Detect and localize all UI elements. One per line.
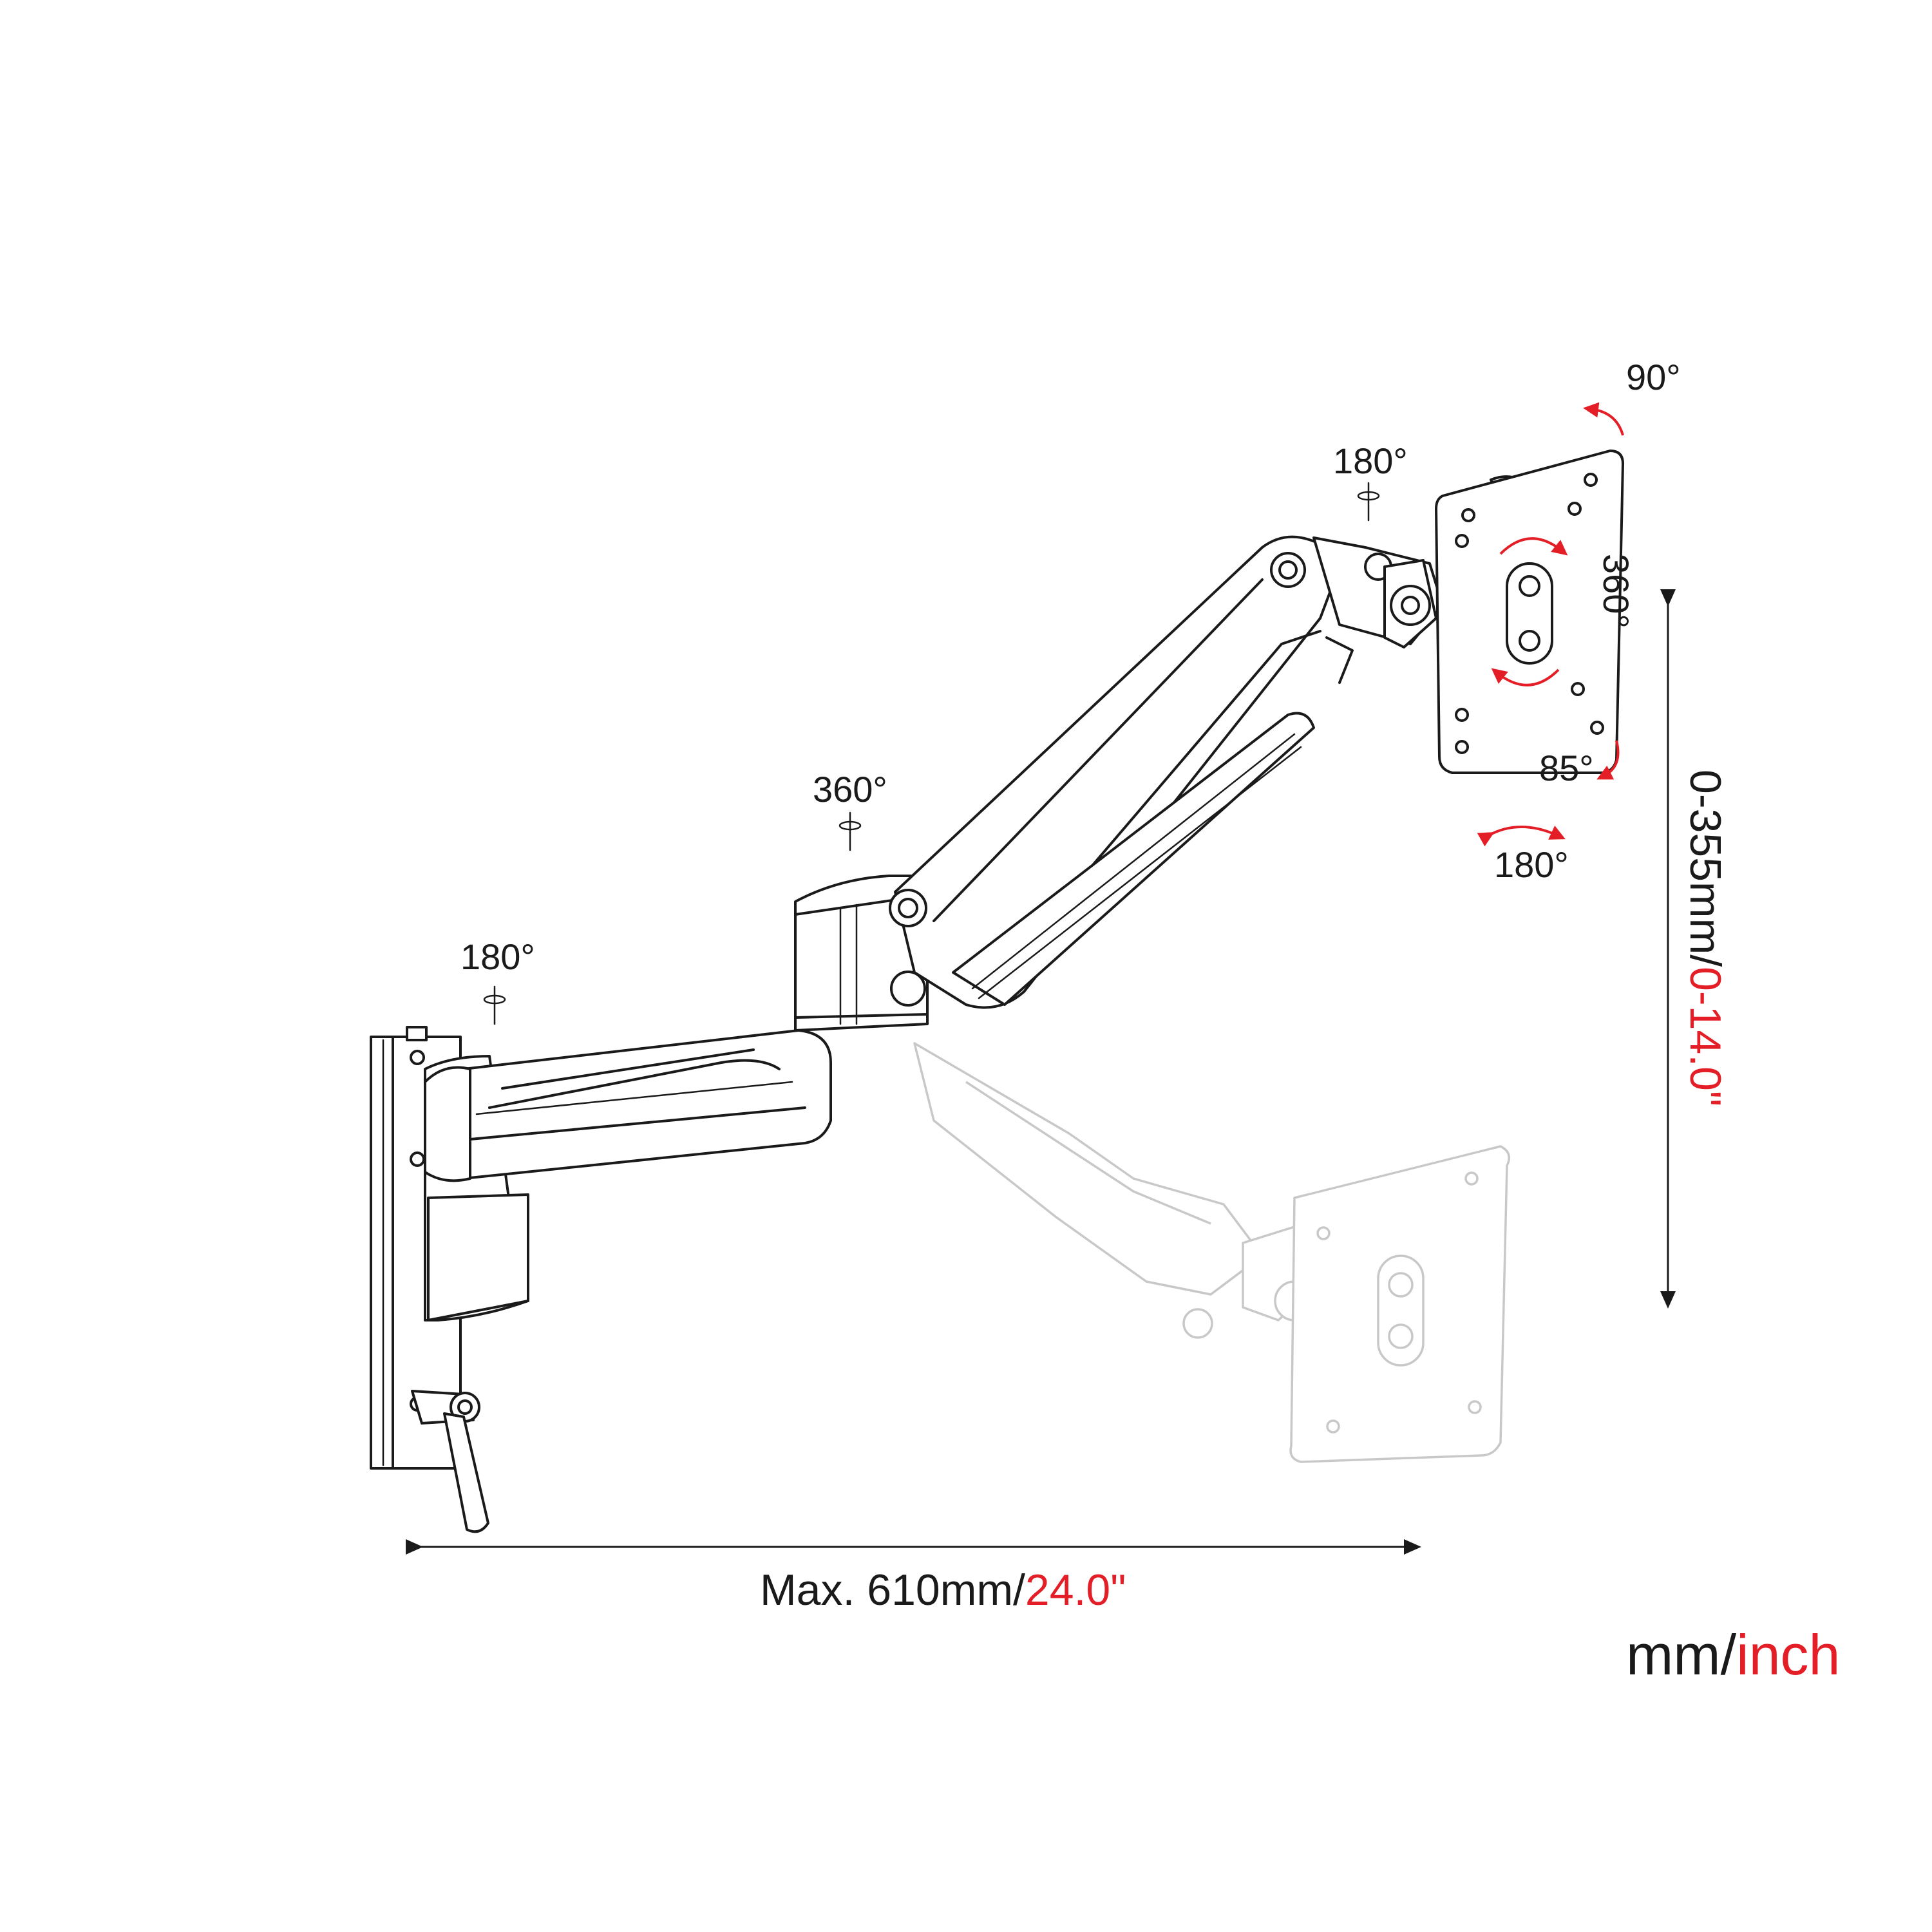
pan-arrow (1477, 826, 1566, 847)
tilt-down-arrow (1596, 740, 1620, 780)
label-tilt-up: 90° (1626, 357, 1681, 397)
locking-handle (411, 1390, 489, 1533)
reach-inch: 24.0" (1025, 1566, 1126, 1615)
base-swivel-indicator (483, 985, 506, 1025)
head-swivel-indicator (1357, 482, 1380, 522)
lower-arm (424, 1029, 832, 1182)
height-inch: 0-14.0" (1681, 967, 1730, 1106)
label-elbow-swivel: 360° (813, 769, 887, 810)
label-tilt-down: 85° (1539, 748, 1594, 788)
height-metric: 0-355mm/ (1681, 770, 1730, 967)
unit-metric: mm/ (1626, 1623, 1737, 1687)
unit-legend: mm/inch (1626, 1623, 1841, 1687)
label-pan: 180° (1494, 844, 1569, 885)
upper-arm (889, 535, 1334, 1009)
tilt-up-arrow (1583, 402, 1624, 436)
tilt-head (1312, 536, 1444, 684)
ghost-arm-lowered (913, 1042, 1511, 1463)
height-dimension-label: 0-355mm/0-14.0" (1681, 770, 1730, 1106)
vesa-plate (1435, 450, 1624, 774)
label-rotation: 360° (1596, 554, 1636, 629)
reach-metric: Max. 610mm/ (760, 1566, 1025, 1615)
label-head-swivel: 180° (1333, 440, 1408, 481)
unit-imperial: inch (1736, 1623, 1840, 1687)
label-base-swivel: 180° (460, 936, 535, 977)
reach-dimension-label: Max. 610mm/24.0" (760, 1566, 1126, 1615)
elbow-swivel-indicator (838, 811, 862, 851)
